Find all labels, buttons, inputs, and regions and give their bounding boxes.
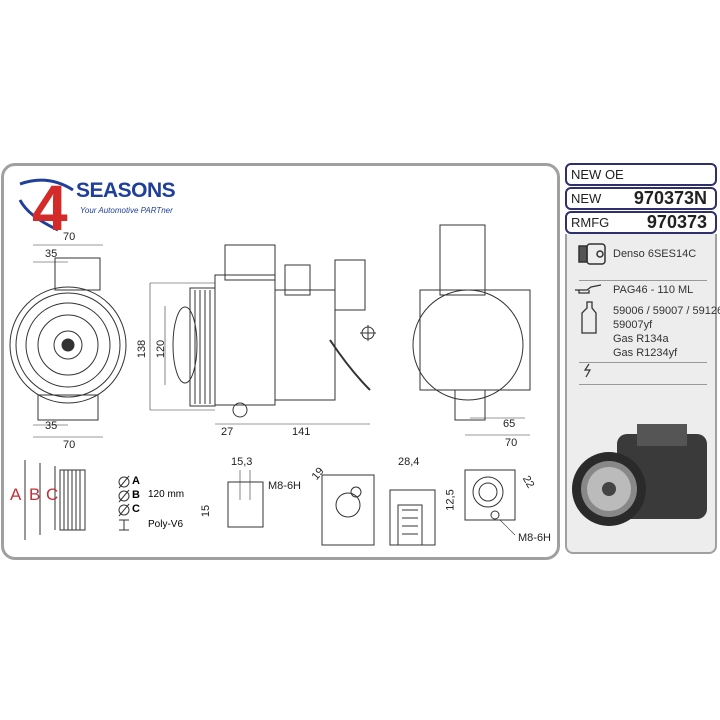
divider [579, 280, 707, 281]
port3-width: 28,4 [398, 456, 420, 468]
dim-rear-inner: 65 [503, 418, 516, 430]
electric-icon [583, 363, 592, 378]
dim-side-length: 141 [292, 426, 311, 438]
oil-spec: PAG46 - 110 ML [613, 284, 694, 296]
technical-drawings [9, 224, 531, 546]
diameter-a-label: A [132, 475, 140, 487]
rmfg-label: RMFG [571, 215, 610, 230]
specs-panel: Denso 6SES14C PAG46 - 110 ML 59006 / 590… [565, 234, 720, 554]
oil-bottle-icon [581, 301, 597, 334]
pulley-label-a: A [10, 485, 22, 504]
oil-ref-1: 59006 / 59007 / 59126 [613, 305, 720, 317]
oil-can-icon [575, 284, 602, 294]
divider [579, 362, 707, 363]
logo-name: SEASONS [76, 179, 176, 202]
new-number: 970373N [633, 188, 707, 208]
dim-side-offset: 27 [221, 426, 234, 438]
logo-number: 4 [32, 172, 68, 244]
logo-swoosh [18, 178, 74, 232]
brand-logo: 4 SEASONS Your Automotive PARTner [18, 176, 188, 248]
port1-width: 15,3 [231, 456, 253, 468]
compressor-model: Denso 6SES14C [613, 248, 697, 260]
compressor-photo [572, 424, 707, 526]
rmfg-number-box: RMFG 970373 [565, 211, 717, 234]
pulley-label-c: C [46, 485, 59, 504]
rear-view [412, 224, 531, 436]
diameter-b-label: B [132, 489, 140, 501]
belt-type: Poly-V6 [148, 519, 184, 530]
dim-side-height-outer: 138 [136, 339, 149, 359]
rmfg-number: 970373 [646, 212, 707, 232]
new-number-box: NEW 970373N [565, 187, 717, 210]
oil-ref-2: 59007yf [613, 319, 653, 331]
dim-front-top-outer: 70 [63, 231, 76, 243]
port1-thread: M8-6H [268, 480, 302, 492]
new-oe-box: NEW OE [565, 163, 717, 186]
front-view [9, 244, 127, 438]
port1-height: 15 [200, 504, 213, 518]
pulley-label-b: B [29, 485, 41, 504]
gas-1: Gas R134a [613, 333, 669, 345]
new-oe-label: NEW OE [571, 167, 624, 182]
compressor-icon [578, 243, 606, 265]
side-view [149, 244, 376, 425]
new-label: NEW [571, 191, 602, 206]
dim-rear-outer: 70 [505, 437, 518, 449]
gas-2: Gas R1234yf [613, 347, 678, 359]
dim-side-height-inner: 120 [155, 339, 168, 359]
diameter-b-value: 120 mm [148, 489, 185, 500]
dim-front-bottom-outer: 70 [63, 439, 76, 451]
dim-front-top-inner: 35 [45, 248, 58, 260]
port3-height: 12,5 [444, 489, 457, 511]
pulley-detail [24, 460, 130, 540]
drawing-panel [1, 163, 560, 560]
port4-thread: M8-6H [518, 532, 552, 544]
logo-tagline: Your Automotive PARTner [80, 206, 173, 215]
diameter-c-label: C [132, 503, 140, 515]
divider [579, 384, 707, 385]
dim-front-bottom-inner: 35 [45, 420, 58, 432]
port-details [227, 469, 516, 546]
